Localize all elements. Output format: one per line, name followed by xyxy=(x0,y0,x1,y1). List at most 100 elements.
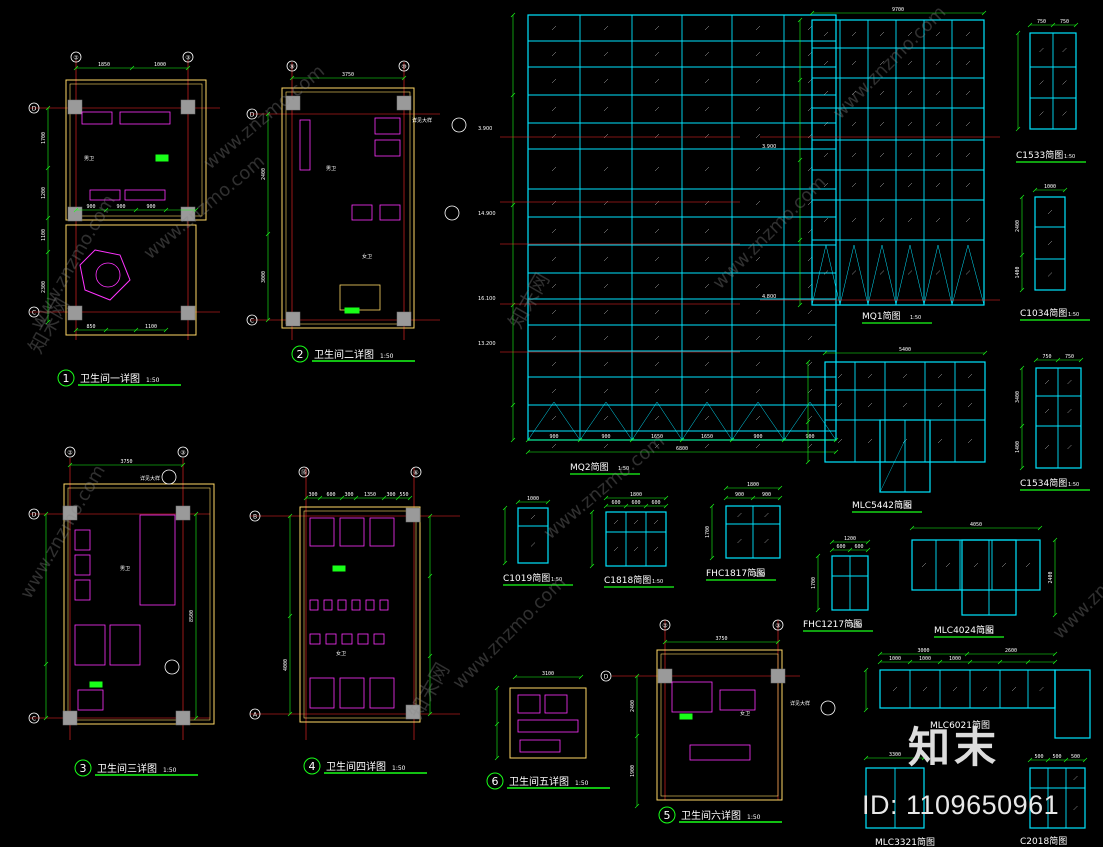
mq2-glass-mark xyxy=(654,200,660,206)
mlc5442-glass-mark xyxy=(902,402,908,408)
mq2-glass-mark xyxy=(704,361,710,367)
mq1-glass-mark xyxy=(823,152,829,158)
mq1-opening-mark xyxy=(867,244,897,306)
mlc4024-dim-right-text: 2400 xyxy=(1048,571,1054,583)
shaft xyxy=(339,284,381,311)
mq1-glass-mark xyxy=(823,60,829,66)
c1818-dim-tick xyxy=(663,495,669,501)
mlc5442-dim-left-tick xyxy=(805,459,811,465)
c2018-dim-text: 500 xyxy=(1052,754,1061,760)
plan4-dim-right-tick xyxy=(427,513,433,519)
detail-bubble xyxy=(164,659,180,675)
mlc5442-glass-mark xyxy=(902,373,908,379)
c1818-glass-mark xyxy=(633,519,639,525)
mq2-glass-mark xyxy=(704,388,710,394)
c1534-dim-left-tick xyxy=(1019,465,1025,471)
fixture xyxy=(74,554,91,576)
axis-bubble-label: ② xyxy=(662,623,668,630)
stall xyxy=(339,517,365,547)
fhc1817-dim-left-tick xyxy=(709,503,715,509)
column xyxy=(405,704,421,720)
c1818-scale: 1:50 xyxy=(652,579,663,585)
mq1-dim-total-text: 9700 xyxy=(892,7,904,13)
basin xyxy=(351,599,361,611)
plan4-dim-right-tick xyxy=(427,653,433,659)
plan3-dim-right-text: 8500 xyxy=(189,610,195,622)
c1534-dim-left-tick xyxy=(1019,423,1025,429)
mlc5442-glass-mark xyxy=(967,402,973,408)
mq2-glass-mark xyxy=(704,309,710,315)
mlc4024-glass-mark xyxy=(1025,562,1031,568)
level-text: 14.900 xyxy=(478,211,496,217)
watermark-site-cn: 知末网 xyxy=(504,269,555,333)
axis-bubble-label: ⑨ xyxy=(289,64,294,71)
watermark-id: ID: 1109650961 xyxy=(862,790,1060,820)
mlc6021-dim-left-tick xyxy=(863,667,869,673)
mq1-title: MQ1简图 xyxy=(862,310,901,322)
basin xyxy=(309,599,319,611)
c1034-glass-mark xyxy=(1047,240,1053,246)
mq1-glass-mark xyxy=(879,270,885,275)
mq2-glass-mark xyxy=(551,166,557,172)
basin xyxy=(337,599,347,611)
fhc1817-dim-left-tick xyxy=(709,555,715,561)
plan2-dim-left-tick xyxy=(265,231,271,237)
column xyxy=(770,668,786,684)
mlc5442-glass-mark xyxy=(867,438,873,444)
c1818-frame xyxy=(605,511,667,567)
fhc1217-dim-left-tick xyxy=(815,553,821,559)
mq2-dim-bottom-tick xyxy=(729,437,735,443)
plan6-num: 6 xyxy=(492,775,499,788)
mlc4024-glass-mark xyxy=(973,562,979,568)
mlc6021-dim-sub-tick xyxy=(937,659,943,665)
mq2-glass-mark xyxy=(755,415,761,421)
c1034-glass-mark xyxy=(1047,209,1053,215)
mq1-opening-mark xyxy=(839,244,869,306)
detail-bubble xyxy=(820,700,836,716)
plan5-dim-left-tick xyxy=(634,733,640,739)
axis-bubble-label: ② xyxy=(73,55,79,62)
basin xyxy=(325,633,337,645)
mq1-glass-mark xyxy=(851,182,857,188)
stall xyxy=(369,677,395,709)
fhc1217-dim-sub-text: 600 xyxy=(836,544,845,550)
fhc1817-glass-mark xyxy=(764,538,769,544)
mlc5442-glass-mark xyxy=(967,438,973,444)
mlc6021-glass-mark xyxy=(922,686,928,692)
mq1-glass-mark xyxy=(935,152,941,158)
plan4-dim-top-text: 550 xyxy=(399,492,408,498)
mq2-glass-mark xyxy=(704,415,710,421)
plan1-dim-bottom-tick xyxy=(133,327,139,333)
fixture xyxy=(374,117,401,135)
mq2-glass-mark xyxy=(654,228,660,234)
fhc1817-dim-left-text: 1700 xyxy=(705,526,711,538)
plan2-dim-left-tick xyxy=(265,111,271,117)
plan1-dim-left-tick xyxy=(45,319,51,325)
mq1-glass-mark xyxy=(935,121,941,127)
mq1-glass-mark xyxy=(879,31,885,37)
c1534-glass-mark xyxy=(1044,379,1050,385)
c1534-glass-mark xyxy=(1044,444,1050,450)
mq2-glass-mark xyxy=(755,361,761,367)
plan1-title: 卫生间一详图 xyxy=(80,372,140,385)
mlc5442-glass-mark xyxy=(967,373,973,379)
plan5-dim-top-text: 3750 xyxy=(715,636,727,642)
axis-bubble-circle xyxy=(182,51,194,63)
fhc1817-dim-sub-text: 900 xyxy=(735,492,744,498)
mq2-dim-bottom-text: 900 xyxy=(601,434,610,440)
mlc6021-dim-sub-tick xyxy=(967,659,973,665)
axis-bubble-circle xyxy=(177,446,189,458)
room-label: 女卫 xyxy=(336,650,346,657)
fhc1817-dim-tick xyxy=(723,485,729,491)
mq2-glass-mark xyxy=(551,361,557,367)
axis-bubble-label: C xyxy=(32,310,36,317)
fhc1817-dim-text: 1800 xyxy=(747,482,759,488)
c2018-dim-text: 500 xyxy=(1071,754,1080,760)
room-label: 女卫 xyxy=(362,253,372,260)
plan3-title: 卫生间三详图 xyxy=(97,762,157,775)
mq2-dim-bottom-tick xyxy=(577,437,583,443)
